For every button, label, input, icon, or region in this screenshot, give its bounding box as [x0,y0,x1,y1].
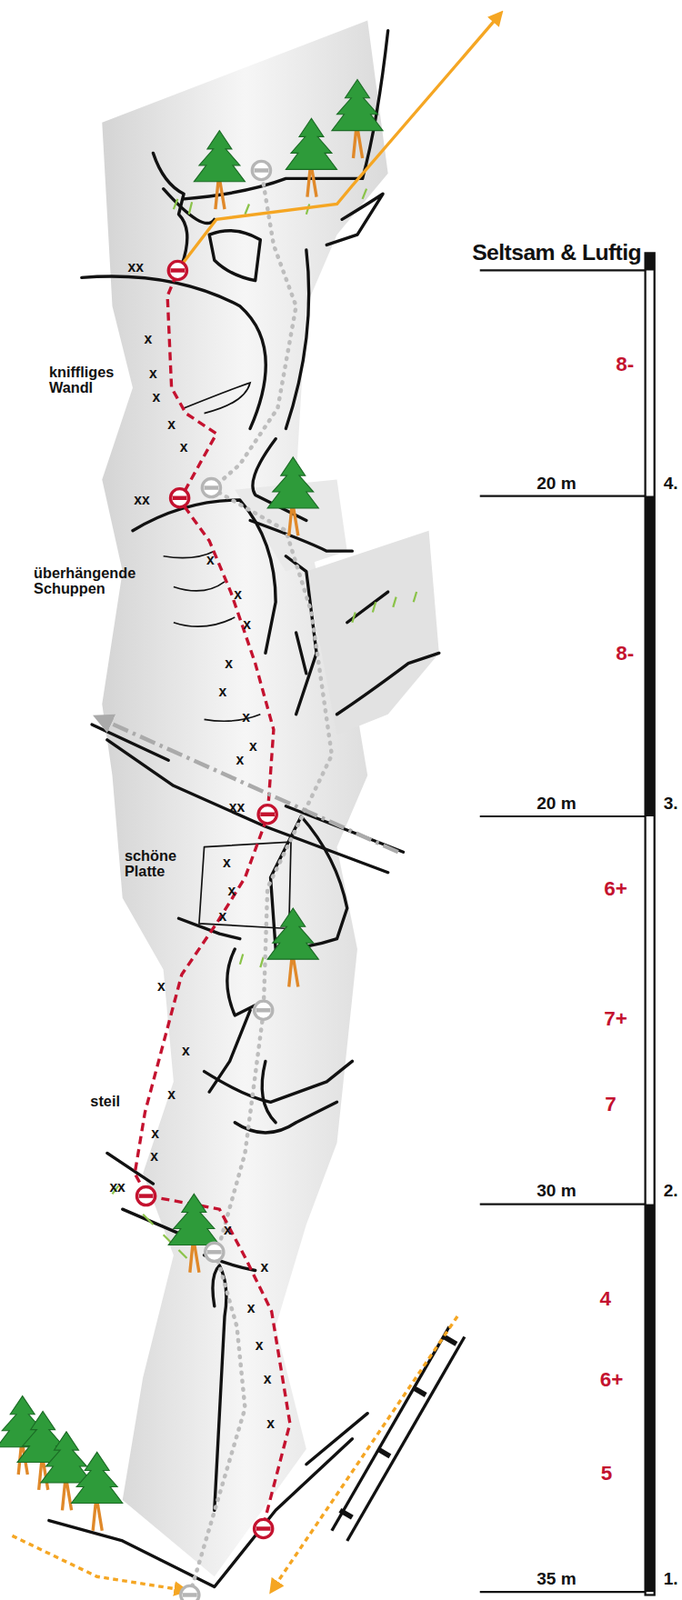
bolt-mark: x [150,1149,159,1164]
pitch-grade: 8- [615,642,634,665]
pitch-grade: 6+ [603,878,628,901]
bolt-mark: xx [109,1179,125,1194]
bolt-mark: x [151,389,161,404]
belay-station [251,160,271,180]
pitch-grade: 4 [600,1288,612,1311]
bolt-mark: x [247,1301,256,1316]
pitch-length: 30 m [536,1182,577,1201]
pitch-number: 2. [663,1182,679,1201]
bolt-mark: x [222,854,231,870]
tree [71,1452,123,1531]
belay-station [180,1585,200,1600]
pitch-number: 1. [663,1571,679,1590]
bolt-mark: x [149,366,158,382]
bolt-mark: x [235,752,244,768]
belay-station [170,489,190,508]
pitch-length: 20 m [536,474,577,493]
bolt-mark: x [266,1416,275,1432]
bolt-mark: x [249,738,258,753]
belay-station [254,1519,273,1538]
route-title: Seltsam & Luftig [471,240,642,265]
tree [331,80,383,159]
bolt-mark: x [263,1371,272,1386]
route-note: kniffliges Wandl [49,365,141,397]
bolt-mark: x [233,586,242,602]
bolt-mark: x [241,710,251,725]
bolt-mark: x [255,1337,264,1353]
pitch-number: 4. [663,474,679,493]
tree [267,457,319,536]
belay-station [168,260,187,280]
bolt-mark: xx [133,492,150,508]
tree [193,130,245,210]
pitch-grade: 5 [601,1463,612,1485]
bolt-mark: x [227,883,236,899]
pitch-grade: 8- [615,353,634,376]
pitch-grade: 7 [604,1093,616,1116]
bolt-mark: x [180,439,189,454]
tree [285,118,337,197]
bolt-mark: x [218,684,227,700]
bolt-mark: x [206,552,215,568]
bolt-mark: x [167,1086,176,1102]
bolt-mark: x [242,617,251,632]
belay-station [254,1001,273,1020]
belay-station [258,805,277,824]
bolt-mark: x [181,1043,191,1059]
pitch-length: 35 m [536,1571,577,1590]
belay-station [201,478,221,497]
bolt-mark: x [143,330,152,346]
bolt-mark: x [157,978,166,993]
bolt-mark: x [224,655,233,671]
pitch-number: 3. [663,795,679,814]
pitch-grade: 6+ [600,1369,624,1392]
bolt-mark: xx [128,260,144,275]
bolt-mark: x [260,1260,269,1275]
bolt-mark: x [167,417,176,432]
tree [267,908,319,987]
route-note: schöne Platte [124,849,189,881]
bolt-mark: x [218,909,227,924]
bolt-mark: x [223,1222,232,1237]
route-note: steil [90,1094,121,1111]
pitch-length: 20 m [536,795,577,814]
route-note: überhängende Schuppen [33,566,154,598]
bolt-mark: x [150,1126,160,1142]
bolt-mark: xx [229,800,245,815]
belay-station [136,1186,155,1205]
pitch-grade: 7+ [603,1007,628,1030]
belay-station [205,1243,224,1262]
